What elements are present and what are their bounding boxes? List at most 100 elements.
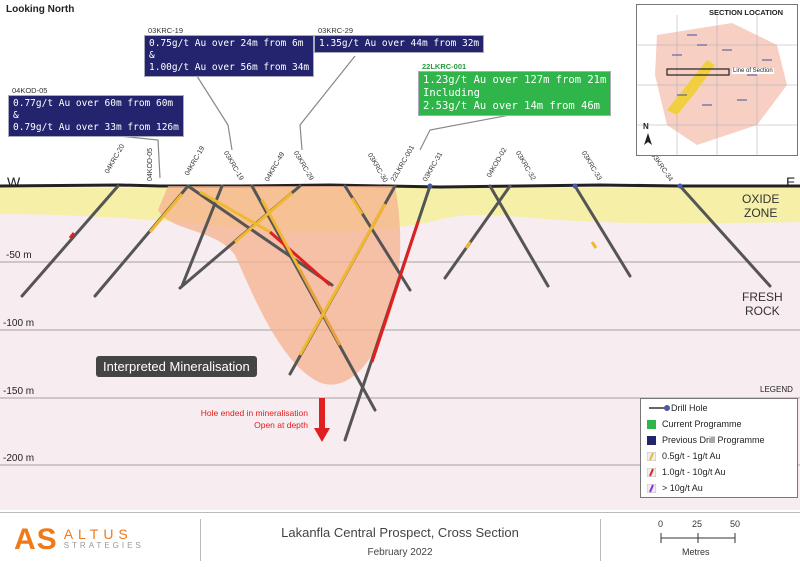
inset-section-line [666, 68, 730, 76]
oxide-line-1: OXIDE [742, 192, 780, 206]
callout-line: 1.00g/t Au over 56m from 34m [149, 62, 310, 73]
drill-hole-03krc-34 [678, 184, 772, 288]
drill-hole-03krc-19 [186, 184, 334, 287]
drill-hole-04krc-20 [20, 184, 120, 298]
logo-wordmark: ALTUS STRATEGIES [63, 526, 144, 552]
callout-line: 0.75g/t Au over 24m from 6m [149, 38, 304, 49]
callout-line: 2.53g/t Au over 14m from 46m [423, 100, 601, 112]
hole-note-line-2: Open at depth [254, 420, 308, 430]
footer-divider [600, 519, 601, 561]
open-at-depth-arrow [314, 398, 330, 442]
legend-item-previous-programme: Previous Drill Programme [647, 435, 765, 445]
callout-hole-id: 04KOD-05 [12, 86, 48, 95]
drill-hole-symbol-icon [649, 405, 670, 411]
legend-box: Drill Hole Current Programme Previous Dr… [640, 398, 798, 498]
legend-item-mid-grade: 1.0g/t - 10g/t Au [647, 467, 726, 477]
callout-line: Including [423, 87, 480, 99]
legend-item-low-grade: 0.5g/t - 1g/t Au [647, 451, 721, 461]
interval-04kod-02-mid [464, 241, 472, 249]
hole-collars [427, 183, 683, 189]
callout-hole-id: 22LKRC-001 [422, 62, 467, 71]
interval-22lkrc-001-high [370, 221, 420, 363]
diagram-date: February 2022 [367, 547, 433, 558]
interval-03krc-31-mid [350, 197, 364, 215]
interval-03krc-19-mid [199, 190, 271, 234]
logo-mark: AS [14, 523, 58, 556]
interpreted-mineralisation-zone [158, 186, 401, 385]
callout-03krc-19: 0.75g/t Au over 24m from 6m & 1.00g/t Au… [144, 35, 315, 77]
inset-drill-collars [672, 34, 772, 106]
callout-hole-id: 03KRC-19 [148, 26, 184, 35]
interval-03krc-29-high [298, 269, 342, 346]
inset-mineralised-trend [667, 60, 715, 115]
callout-line: & [13, 110, 19, 121]
callout-04kod-05: 0.77g/t Au over 60m from 60m & 0.79g/t A… [8, 95, 184, 137]
callout-03krc-29: 1.35g/t Au over 44m from 32m [314, 35, 485, 53]
previous-programme-swatch-icon [647, 435, 656, 445]
north-label: N [643, 122, 649, 131]
scale-bar-graphic [660, 533, 736, 543]
scale-tick-label: 25 [692, 519, 703, 529]
diagram-title: Lakanfla Central Prospect, Cross Section [281, 525, 519, 540]
current-programme-swatch-icon [647, 419, 656, 429]
depth-label-200: -200 m [3, 453, 35, 464]
legend-label: 0.5g/t - 1g/t Au [662, 451, 721, 461]
drill-hole-03krc-33 [573, 184, 632, 278]
west-label: W [7, 174, 21, 190]
east-label: E [786, 174, 796, 190]
company-logo: AS ALTUS STRATEGIES [14, 523, 144, 557]
oxide-zone-label: OXIDE ZONE [742, 192, 779, 220]
legend-item-drill-hole: Drill Hole [647, 403, 708, 413]
footer-bar: AS ALTUS STRATEGIES Lakanfla Central Pro… [0, 512, 800, 567]
legend-item-current-programme: Current Programme [647, 419, 742, 429]
footer-divider [200, 519, 201, 561]
mid-grade-swatch-icon [647, 467, 656, 477]
callout-line: 1.35g/t Au over 44m from 32m [319, 38, 480, 49]
legend-label: 1.0g/t - 10g/t Au [662, 467, 726, 477]
callout-leaders [109, 55, 511, 179]
legend-item-high-grade: > 10g/t Au [647, 483, 703, 493]
hole-ended-note: Hole ended in mineralisation Open at dep… [168, 407, 308, 431]
callout-hole-id: 03KRC-29 [318, 26, 354, 35]
scale-tick-label: 0 [658, 519, 664, 529]
oxide-line-2: ZONE [744, 206, 778, 220]
callout-line: 0.79g/t Au over 33m from 126m [13, 122, 179, 133]
cross-section-diagram [0, 55, 800, 510]
inset-title: SECTION LOCATION [709, 8, 784, 17]
callout-22lkrc-001: 1.23g/t Au over 127m from 21m Including … [418, 71, 612, 116]
interval-03krc-33-mid [590, 241, 598, 249]
high-grade-swatch-icon [647, 483, 656, 493]
section-location-inset: SECTION LOCATION Line of Section N [636, 4, 798, 156]
interval-04krc-49-mid [234, 191, 293, 244]
fresh-line-1: FRESH [742, 290, 783, 304]
callout-line: & [149, 50, 155, 61]
view-direction-label: Looking North [6, 4, 75, 15]
interval-04krc-20-high [68, 232, 76, 239]
scale-unit-label: Metres [682, 547, 710, 557]
legend-label: > 10g/t Au [662, 483, 703, 493]
company-name: ALTUS [63, 526, 133, 542]
interval-04kod-05-mid [148, 193, 184, 233]
callout-line: 0.77g/t Au over 60m from 60m [13, 98, 174, 109]
depth-label-150: -150 m [3, 386, 35, 397]
scale-tick-label: 50 [730, 519, 741, 529]
north-arrow-icon [644, 133, 652, 145]
low-grade-swatch-icon [647, 451, 656, 461]
interpreted-mineralisation-label: Interpreted Mineralisation [96, 356, 257, 377]
inset-section-line-label: Line of Section [732, 68, 774, 74]
assay-intervals [68, 190, 598, 363]
legend-label: Drill Hole [671, 403, 708, 413]
hole-label: 04KOD-05 [147, 147, 154, 181]
fresh-rock-label: FRESH ROCK [742, 290, 783, 318]
fresh-line-2: ROCK [745, 304, 780, 318]
legend-label: Previous Drill Programme [662, 435, 765, 445]
interval-03krc-19-high [269, 230, 331, 287]
inset-map [637, 15, 797, 155]
inset-grid [637, 15, 797, 155]
company-tagline: STRATEGIES [63, 541, 144, 550]
depth-label-50: -50 m [6, 250, 32, 261]
legend-label: Current Programme [662, 419, 742, 429]
inset-anomaly [655, 23, 787, 145]
legend-title: LEGEND [760, 385, 793, 394]
drill-hole-04krc-19 [180, 184, 224, 288]
